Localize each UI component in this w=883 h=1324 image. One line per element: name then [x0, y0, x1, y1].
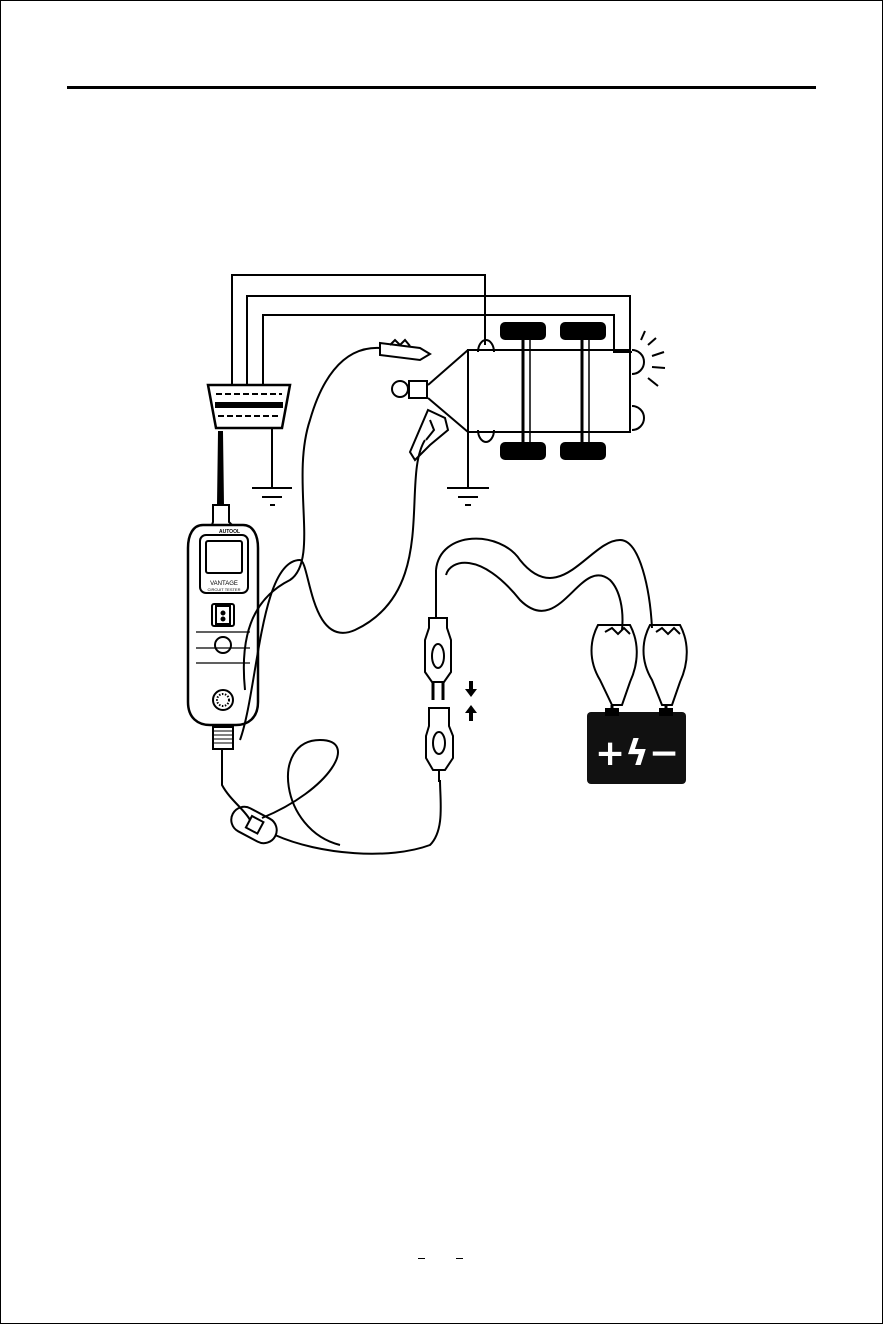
vehicle-chassis [428, 340, 630, 442]
tyre-front-left [500, 322, 546, 340]
alligator-clip-bottom [410, 410, 448, 460]
clip-lead-top [244, 348, 380, 690]
inline-switch [227, 802, 282, 847]
battery-plug-upper [425, 570, 451, 700]
component-square [409, 381, 427, 398]
footer-marks [410, 1252, 470, 1262]
component-round [392, 381, 408, 397]
wire-obd-middle [247, 296, 630, 432]
ground-symbol-right [447, 432, 489, 505]
tyre-rear-left [500, 442, 546, 460]
battery-clamp-left [592, 625, 637, 712]
lamp-icon-lit [632, 331, 665, 386]
tyre-front-right [560, 322, 606, 340]
device-subtitle-label: CIRCUIT TESTER [208, 587, 241, 592]
device-brand-label: AUTOOL [219, 529, 240, 535]
arrow-down-icon [465, 681, 477, 697]
battery-plug-lower [426, 708, 453, 782]
alligator-clip-top [380, 340, 430, 360]
clip-lead-bottom [240, 440, 425, 740]
obd-connector [208, 385, 290, 428]
ground-symbol-left [252, 428, 292, 505]
battery-clamp-right [644, 625, 687, 712]
switch-cable-loop [262, 740, 340, 845]
battery-terminal-right [659, 708, 673, 716]
battery-terminal-left [605, 708, 619, 716]
arrow-up-icon [465, 705, 477, 721]
battery-symbols: +ϟ− [595, 733, 679, 774]
battery-harness-red [436, 539, 652, 628]
tyre-rear-right [560, 442, 606, 460]
lamp-icon-unlit [632, 406, 644, 430]
